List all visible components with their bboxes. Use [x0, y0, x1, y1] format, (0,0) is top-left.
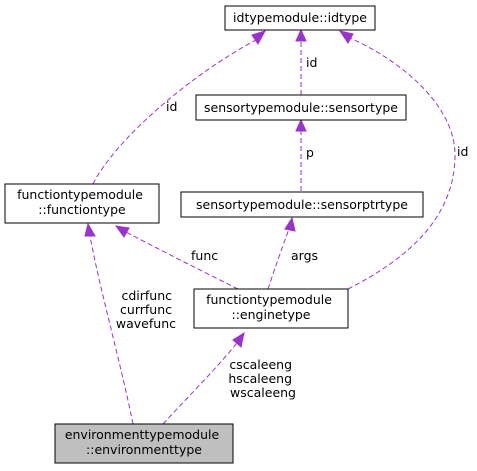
edge-environmenttype-functiontype [84, 222, 134, 425]
edge-line [89, 235, 134, 425]
edge-line [162, 342, 238, 425]
edge-functiontype-idtype [92, 30, 267, 185]
arrow-head [114, 225, 130, 238]
edge-enginetype-sensorptrtype [267, 216, 296, 290]
node-label: environmenttypemodule ::environmenttype [65, 427, 223, 457]
arrow-head [284, 216, 296, 232]
node-label: sensortypemodule::sensortype [204, 100, 398, 115]
node-box [4, 183, 160, 224]
arrow-head [295, 118, 307, 132]
edge-environmenttype-enginetype [162, 331, 245, 425]
node-label: idtypemodule::idtype [233, 10, 367, 25]
node-enginetype[interactable]: functiontypemodule ::enginetype [193, 288, 349, 329]
arrow-head [232, 331, 245, 348]
edge-label-enginetype-func: func [191, 248, 218, 263]
node-label: functiontypemodule ::enginetype [206, 292, 336, 322]
edge-label-sensorptrtype-p: p [306, 145, 314, 160]
node-environmenttype[interactable]: environmenttypemodule ::environmenttype [54, 423, 234, 464]
edge-line [347, 37, 456, 290]
node-functiontype[interactable]: functiontypemodule ::functiontype [4, 183, 160, 224]
edge-label-enginetype-id: id [457, 144, 468, 159]
edge-sensortype-idtype [295, 28, 307, 95]
node-box [180, 191, 424, 218]
edge-label-environmenttype-functions: cdirfunc currfunc wavefunc [116, 288, 176, 331]
node-box [195, 94, 407, 121]
arrow-head [295, 28, 307, 42]
node-label: sensortypemodule::sensorptrtype [196, 197, 408, 212]
node-box [193, 288, 349, 329]
edge-line [92, 39, 257, 185]
edge-label-environmenttype-scales: cscaleeng hscaleeng wscaleeng [228, 357, 296, 400]
edge-enginetype-functiontype [114, 225, 239, 290]
edge-label-functiontype-id: id [166, 99, 177, 114]
edge-line [125, 231, 239, 290]
node-label: functiontypemodule ::functiontype [17, 187, 147, 217]
node-idtype[interactable]: idtypemodule::idtype [224, 5, 376, 31]
edge-line [267, 228, 290, 290]
node-box [54, 423, 234, 464]
arrow-head [338, 30, 354, 44]
edge-sensorptrtype-sensortype [295, 118, 307, 191]
edge-label-enginetype-args: args [291, 248, 318, 263]
edge-enginetype-idtype [338, 30, 456, 290]
node-sensorptrtype[interactable]: sensortypemodule::sensorptrtype [180, 191, 424, 218]
arrow-head [251, 30, 267, 45]
node-sensortype[interactable]: sensortypemodule::sensortype [195, 94, 407, 121]
arrow-head [84, 222, 96, 237]
node-box [224, 5, 376, 31]
edge-label-sensortype-id: id [306, 55, 317, 70]
